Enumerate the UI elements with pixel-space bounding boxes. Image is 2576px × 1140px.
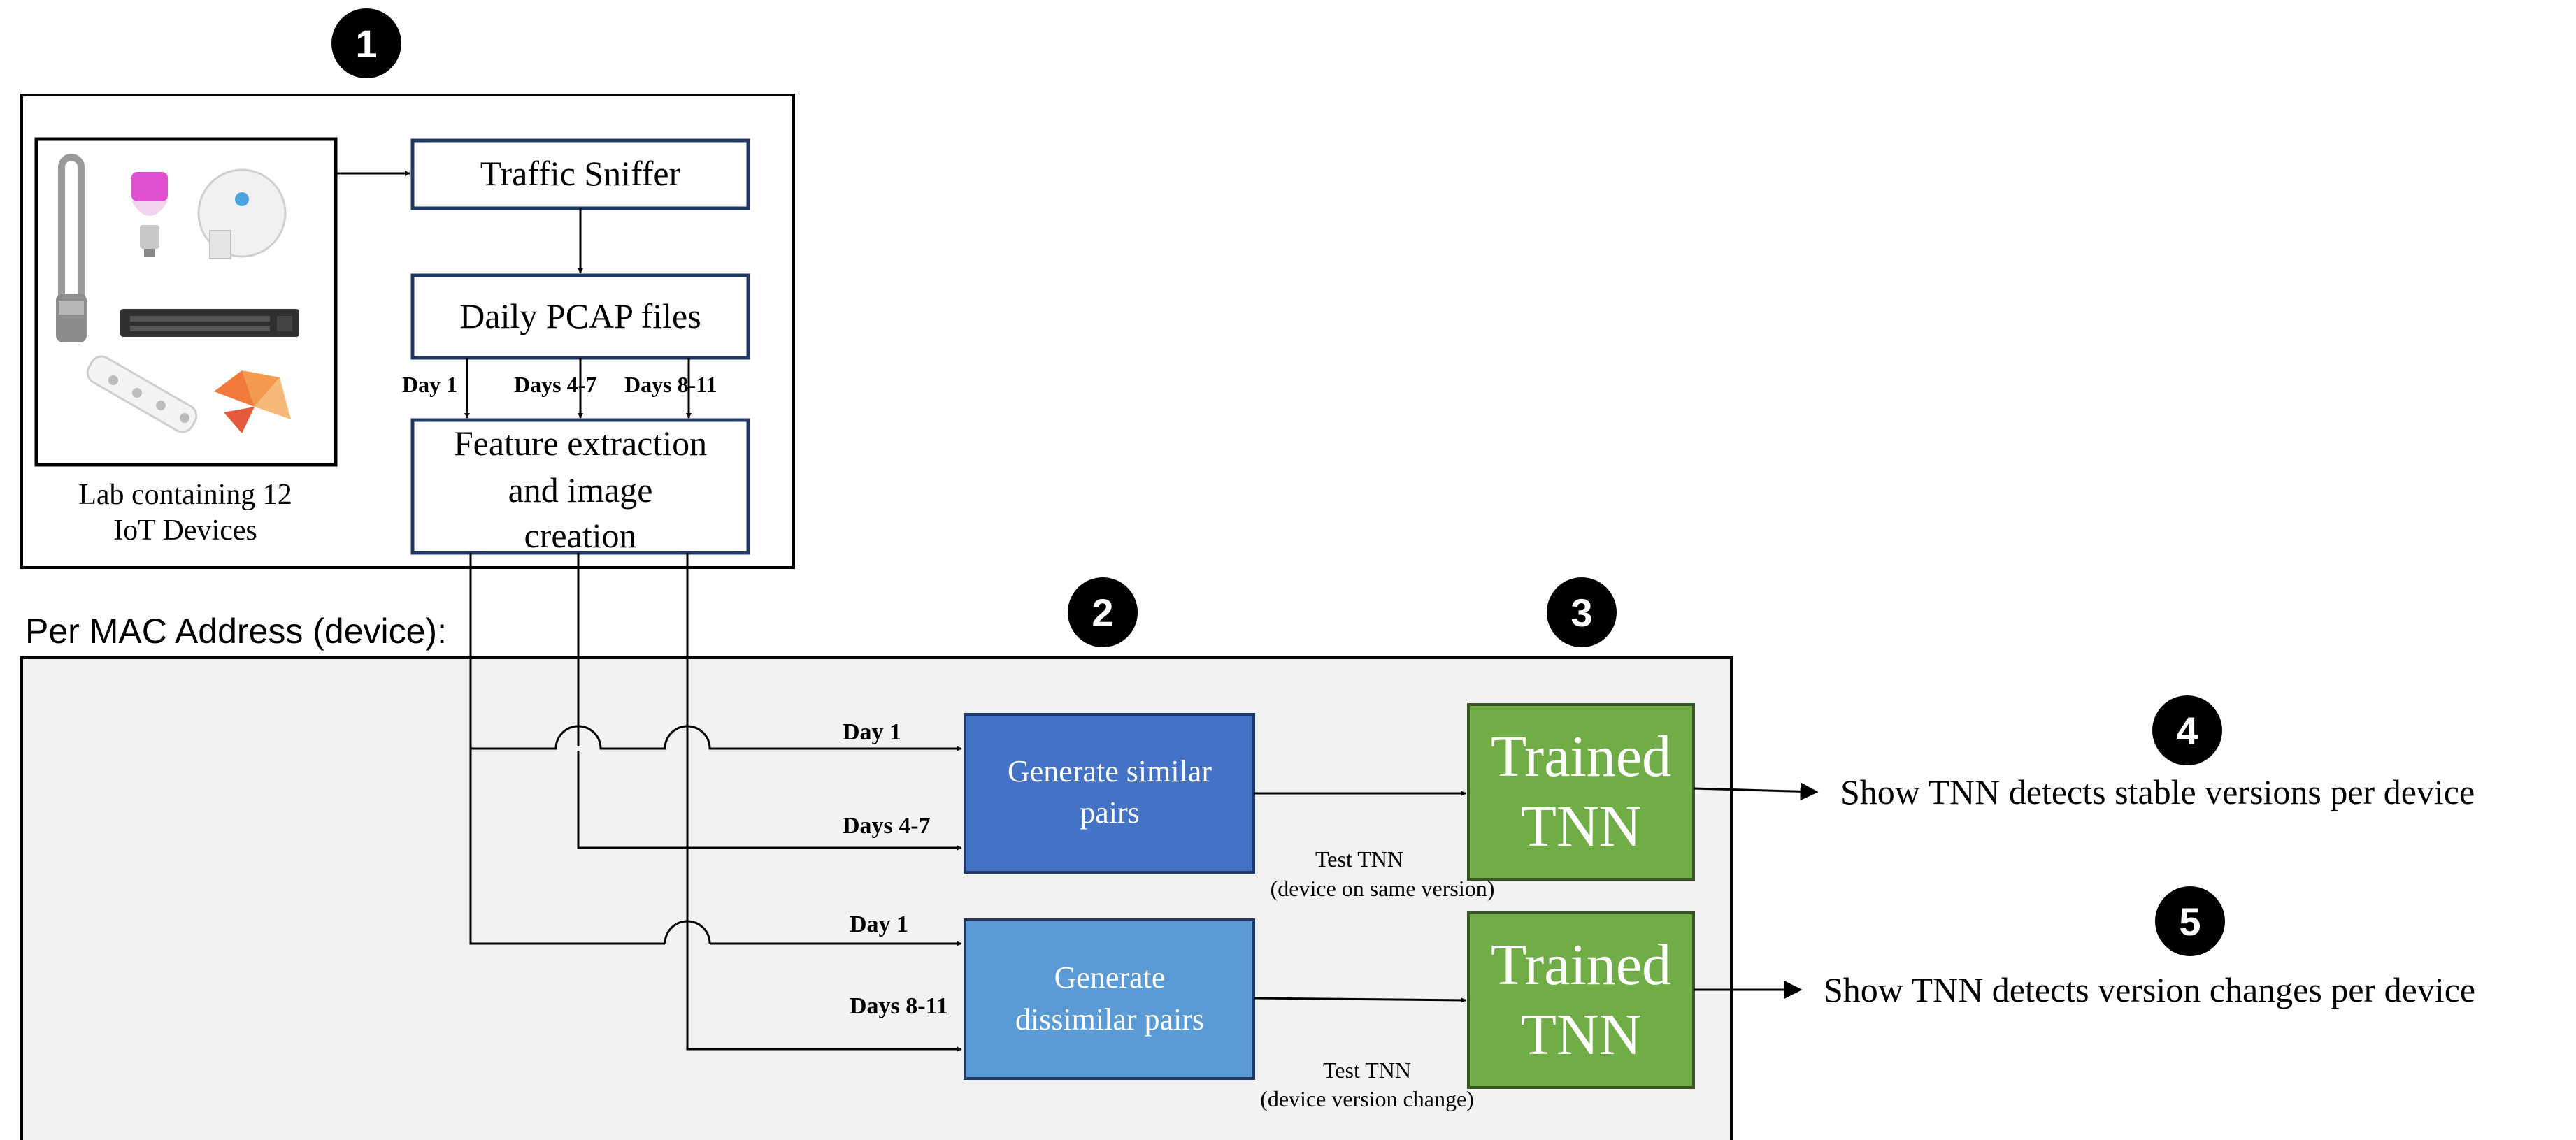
daily-pcap-box: Daily PCAP files <box>410 273 750 360</box>
tnn-to-stable-outcome-arrow <box>1693 782 1819 801</box>
step-badge-5: 5 <box>2155 886 2225 956</box>
outcome-change-text: Show TNN detects version changes per dev… <box>1824 970 2475 1009</box>
trained-tnn-box-stable: Trained TNN <box>1467 703 1695 881</box>
lab-image <box>34 137 338 467</box>
step-badge-4: 4 <box>2152 695 2222 765</box>
similar-label-line1: Generate similar <box>1008 754 1212 788</box>
day1-label-top: Day 1 <box>402 372 457 397</box>
similar-label-line2: pairs <box>1080 795 1140 830</box>
test-tnn-a-line2: (device on same version) <box>1271 876 1495 901</box>
tnn-change-line1: Trained <box>1491 932 1671 997</box>
step-number-5: 5 <box>2179 900 2201 944</box>
dissimilar-to-tnn-arrow <box>1253 997 1466 1003</box>
power-strip-icon <box>86 355 198 433</box>
feature-label-line2: and image <box>508 470 653 510</box>
step-badge-2: 2 <box>1068 577 1138 647</box>
days8-11-to-dissimilar-line <box>686 553 962 1052</box>
days8-11-label-top: Days 8-11 <box>624 372 717 397</box>
per-mac-title: Per MAC Address (device): <box>25 612 447 651</box>
days8-11-label-dissimilar: Days 8-11 <box>850 993 948 1019</box>
smart-plug-icon <box>197 168 287 259</box>
test-tnn-b-line2: (device version change) <box>1260 1086 1474 1111</box>
day1-label-dissimilar: Day 1 <box>850 911 908 937</box>
step-badge-3: 3 <box>1547 577 1617 647</box>
lab-caption-line2: IoT Devices <box>113 514 257 547</box>
days4-7-label-top: Days 4-7 <box>514 372 596 397</box>
step-number-1: 1 <box>355 22 377 66</box>
wiring <box>469 553 962 1052</box>
traffic-sniffer-label: Traffic Sniffer <box>480 154 681 193</box>
lab-caption-line1: Lab containing 12 <box>78 479 292 511</box>
step-number-4: 4 <box>2176 709 2198 753</box>
daily-pcap-label: Daily PCAP files <box>459 296 701 335</box>
tnn-stable-line2: TNN <box>1521 794 1642 859</box>
dissimilar-label-line1: Generate <box>1054 960 1166 995</box>
trained-tnn-box-change: Trained TNN <box>1467 911 1695 1089</box>
day1-label-similar: Day 1 <box>843 719 901 745</box>
test-tnn-a-line1: Test TNN <box>1315 846 1403 872</box>
smart-bulb-icon <box>131 172 168 257</box>
tower-fan-icon <box>56 154 87 342</box>
step-badge-1: 1 <box>331 8 401 78</box>
day1-to-dissimilar-line <box>469 553 962 946</box>
dissimilar-label-line2: dissimilar pairs <box>1015 1002 1204 1037</box>
light-panels-icon <box>214 370 291 433</box>
tnn-stable-line1: Trained <box>1491 724 1671 789</box>
data-collection-frame <box>20 94 795 569</box>
outcome-stable-text: Show TNN detects stable versions per dev… <box>1840 772 2475 811</box>
days4-7-to-similar-line <box>577 553 962 851</box>
day1-to-similar-line <box>471 725 962 751</box>
step-number-2: 2 <box>1092 591 1113 635</box>
generate-similar-pairs-box: Generate similar pairs <box>964 713 1255 874</box>
network-switch-icon <box>120 309 299 337</box>
feature-label-line3: creation <box>524 516 636 555</box>
generate-dissimilar-pairs-box: Generate dissimilar pairs <box>964 918 1255 1080</box>
tnn-change-line2: TNN <box>1521 1002 1642 1067</box>
feature-extraction-box: Feature extraction and image creation <box>410 418 750 555</box>
days4-7-label-similar: Days 4-7 <box>843 813 931 839</box>
per-mac-panel <box>20 656 1733 1140</box>
traffic-sniffer-box: Traffic Sniffer <box>410 138 750 210</box>
step-number-3: 3 <box>1570 591 1592 635</box>
feature-label-line1: Feature extraction <box>454 424 707 463</box>
test-tnn-b-line1: Test TNN <box>1323 1058 1411 1083</box>
